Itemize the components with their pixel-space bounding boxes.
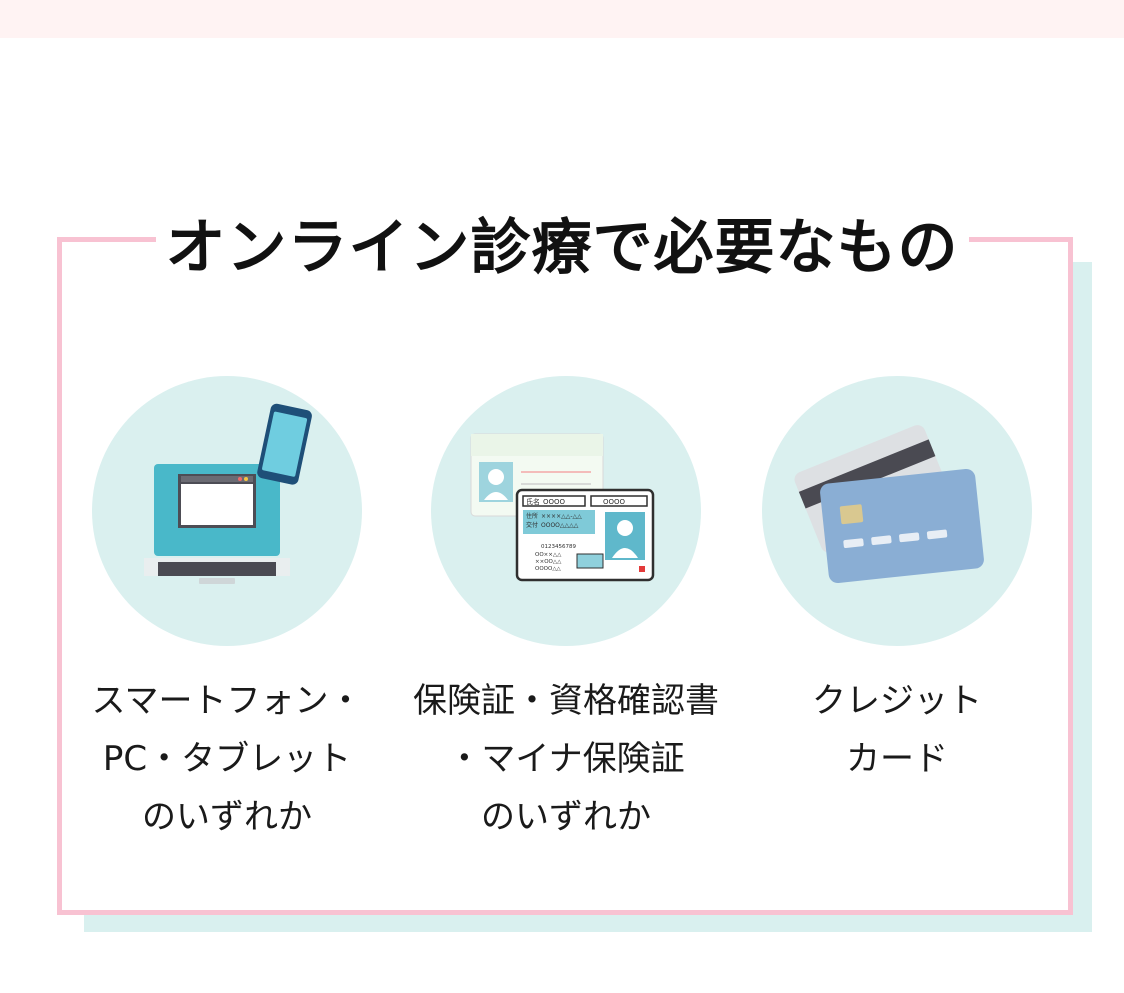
insurance-label-line-1: 保険証・資格確認書 <box>413 681 719 721</box>
card-row-2: ××OO△△ <box>535 559 562 565</box>
insurance-label-line-2: ・マイナ保険証 <box>447 739 685 779</box>
device-label-line-1: スマートフォン・ <box>91 681 363 721</box>
top-band <box>0 0 1124 38</box>
card-issued-label: 交付 <box>526 521 538 529</box>
device-label-line-2: PC・タブレット <box>102 739 352 779</box>
credit-card-label-line-1: クレジット <box>812 681 982 721</box>
card-name-value-2: OOOO <box>603 498 626 506</box>
section-heading: オンライン診療で必要なもの <box>155 198 969 286</box>
insurance-card-icon: 氏名 OOOO OOOO 住所 ××××△△-△△ 交付 OOOO△△△△ 01… <box>470 433 655 582</box>
card-issued-value: OOOO△△△△ <box>541 522 579 529</box>
card-address-label: 住所 <box>526 512 538 520</box>
credit-card-label: クレジット カード <box>732 672 1062 788</box>
laptop-smartphone-icon <box>144 403 312 584</box>
credit-card-circle <box>762 376 1032 646</box>
credit-card-icon <box>794 425 984 583</box>
card-number: 0123456789 <box>541 544 576 550</box>
card-row-1: OO××△△ <box>535 552 562 558</box>
device-label-line-3: のいずれか <box>142 797 312 837</box>
card-name-value: OOOO <box>543 498 566 506</box>
card-address-value: ××××△△-△△ <box>541 513 582 520</box>
section-heading-wrap: オンライン診療で必要なもの <box>0 196 1124 288</box>
insurance-label-line-3: のいずれか <box>481 797 651 837</box>
credit-card-label-line-2: カード <box>846 739 948 779</box>
insurance-circle: 氏名 OOOO OOOO 住所 ××××△△-△△ 交付 OOOO△△△△ 01… <box>431 376 701 646</box>
insurance-label: 保険証・資格確認書 ・マイナ保険証 のいずれか <box>401 672 731 846</box>
card-name-label: 氏名 <box>526 497 540 506</box>
device-label: スマートフォン・ PC・タブレット のいずれか <box>62 672 392 846</box>
card-row-3: OOOO△△ <box>535 566 562 572</box>
device-circle <box>92 376 362 646</box>
